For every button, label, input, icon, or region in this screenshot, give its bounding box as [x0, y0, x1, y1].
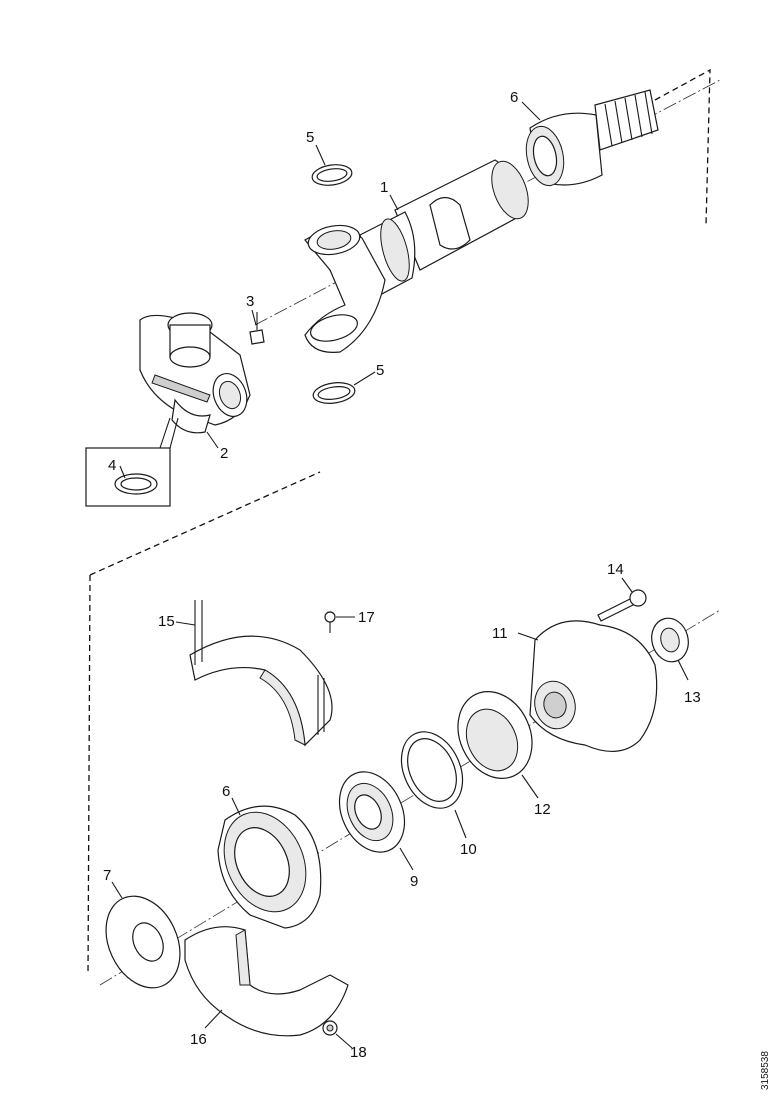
part-6-slip-yoke-upper: [525, 89, 659, 187]
callout-18: 18: [350, 1044, 367, 1061]
part-5-circlip-upper: [311, 164, 353, 186]
part-1-propeller-shaft: [304, 159, 529, 353]
part-14-bolt: [597, 589, 647, 622]
callout-7: 7: [103, 867, 111, 884]
part-7-washer-plate: [105, 895, 181, 989]
part-17-nut: [324, 611, 336, 633]
callout-15: 15: [158, 613, 175, 630]
part-18-nut: [322, 1020, 338, 1036]
callout-16: 16: [190, 1031, 207, 1048]
leader-lines: [111, 101, 689, 1049]
callout-6-lower: 6: [222, 783, 230, 800]
part-12-dust-shield: [457, 691, 533, 779]
callout-6-upper: 6: [510, 89, 518, 106]
part-9-bearing: [338, 771, 406, 853]
callout-5-lower: 5: [376, 362, 384, 379]
part-3-grease-nipple: [249, 312, 265, 345]
section-divider-dashed-line: [87, 471, 321, 976]
callout-10: 10: [460, 841, 477, 858]
part-8-bearing-housing: [217, 805, 322, 929]
callout-14: 14: [607, 561, 624, 578]
callout-2: 2: [220, 445, 228, 462]
callout-11: 11: [492, 625, 508, 642]
document-id: 3158538: [760, 1051, 771, 1090]
callout-17: 17: [358, 609, 375, 626]
callout-4: 4: [108, 457, 116, 474]
part-11-companion-flange: [529, 620, 658, 752]
callout-3: 3: [246, 293, 254, 310]
callout-13: 13: [684, 689, 701, 706]
part-15-upper-bracket: [189, 600, 333, 747]
part-13-flange-nut: [651, 617, 689, 663]
part-4-inset-box: [85, 417, 179, 507]
part-5-circlip-lower: [312, 382, 356, 404]
upper-frame-dashed-line: [654, 68, 711, 226]
part-10-ring: [400, 731, 464, 809]
callout-5-upper: 5: [306, 129, 314, 146]
part-2-universal-joint: [139, 312, 251, 434]
callout-12: 12: [534, 801, 551, 818]
callout-9: 9: [410, 873, 418, 890]
part-16-lower-bracket: [184, 926, 349, 1037]
callout-labels: 6 1 5 5 3 2 4 15 17 14 11 13 12 10 9 6 7…: [103, 89, 701, 1061]
callout-1: 1: [380, 179, 388, 196]
